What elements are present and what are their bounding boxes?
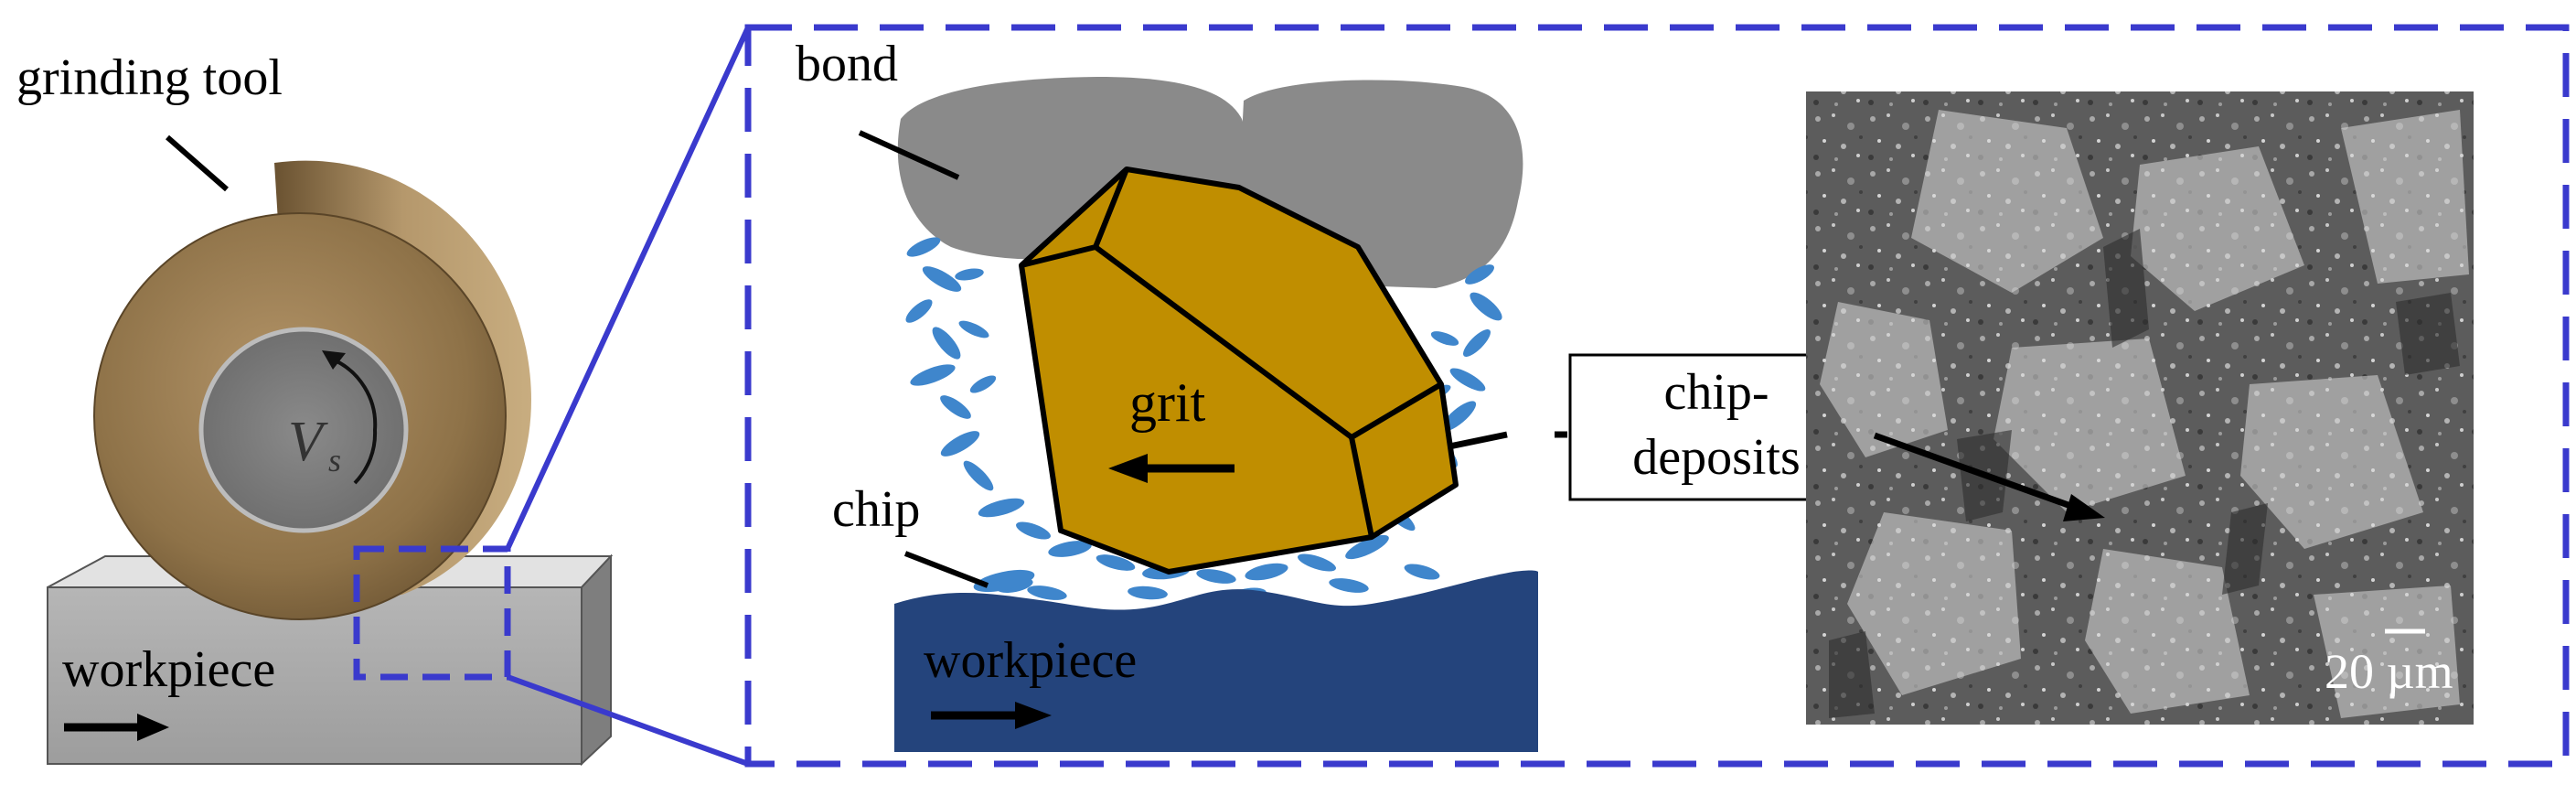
left-arrow-icon	[1108, 454, 1235, 483]
sem-micrograph: 20 µm	[1806, 91, 2474, 725]
deposits-pointer-arrow	[1873, 432, 2105, 521]
grinding-tool-label: grinding tool	[16, 49, 283, 106]
zoom-connector-top	[505, 26, 751, 551]
grinding-wheel: V s	[93, 160, 531, 620]
workpiece-surface	[894, 570, 1538, 752]
scale-bar-label: 20 µm	[2325, 644, 2453, 699]
workpiece-label-center: workpiece	[924, 632, 1137, 689]
right-arrow-icon	[64, 714, 169, 741]
grit-label: grit	[1129, 372, 1206, 433]
curved-arrow-icon	[330, 357, 378, 485]
right-arrow-icon	[931, 702, 1052, 729]
chip-deposits-label-2: deposits	[1632, 429, 1801, 486]
grinding-tool-leader	[166, 134, 229, 192]
chip-deposits-label-1: chip-	[1663, 364, 1769, 421]
chip-particle	[973, 569, 1067, 600]
workpiece-label-left: workpiece	[62, 641, 275, 698]
velocity-symbol: V	[288, 411, 328, 473]
bond-label: bond	[796, 36, 898, 92]
zoom-connector-bottom	[506, 674, 750, 767]
deposits-leader-left	[1448, 431, 1508, 450]
chip-label: chip	[832, 481, 920, 538]
zoom-frame	[744, 24, 2570, 768]
velocity-subscript: s	[328, 442, 341, 478]
detail-box	[353, 545, 511, 681]
bond-leader	[858, 130, 960, 180]
wheel-hub	[198, 327, 409, 533]
chip-leader	[903, 551, 989, 588]
